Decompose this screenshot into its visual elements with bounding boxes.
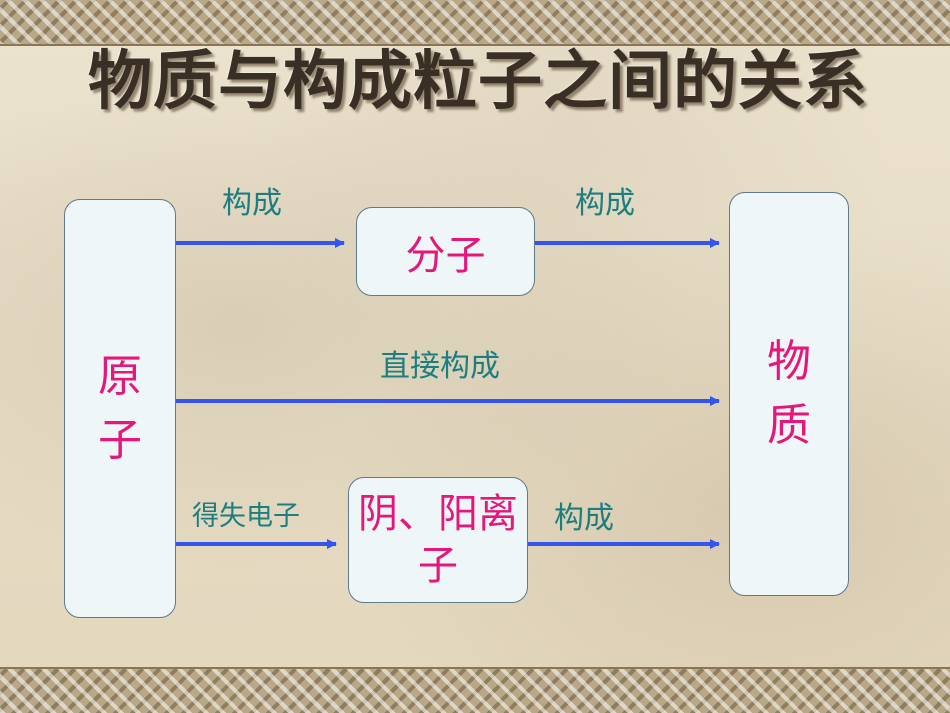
node-molecule: 分子: [356, 207, 535, 296]
node-atom-label: 原子: [97, 350, 142, 466]
label-ion-to-matter: 构成: [554, 501, 614, 536]
label-atom-to-matter: 直接构成: [380, 349, 500, 384]
node-matter-label: 物质: [766, 336, 811, 451]
node-matter: 物质: [729, 192, 849, 596]
decorative-border-top: [0, 0, 950, 46]
slide-title: 物质与构成粒子之间的关系: [88, 44, 868, 119]
node-ion: 阴、阳离子: [348, 477, 528, 603]
label-molecule-to-matter: 构成: [575, 186, 635, 221]
label-atom-to-molecule: 构成: [222, 186, 282, 221]
node-atom: 原子: [64, 199, 176, 618]
decorative-border-bottom: [0, 667, 950, 713]
node-molecule-label: 分子: [405, 232, 486, 279]
label-atom-to-ion: 得失电子: [192, 501, 300, 532]
node-ion-label: 阴、阳离子: [358, 491, 518, 589]
